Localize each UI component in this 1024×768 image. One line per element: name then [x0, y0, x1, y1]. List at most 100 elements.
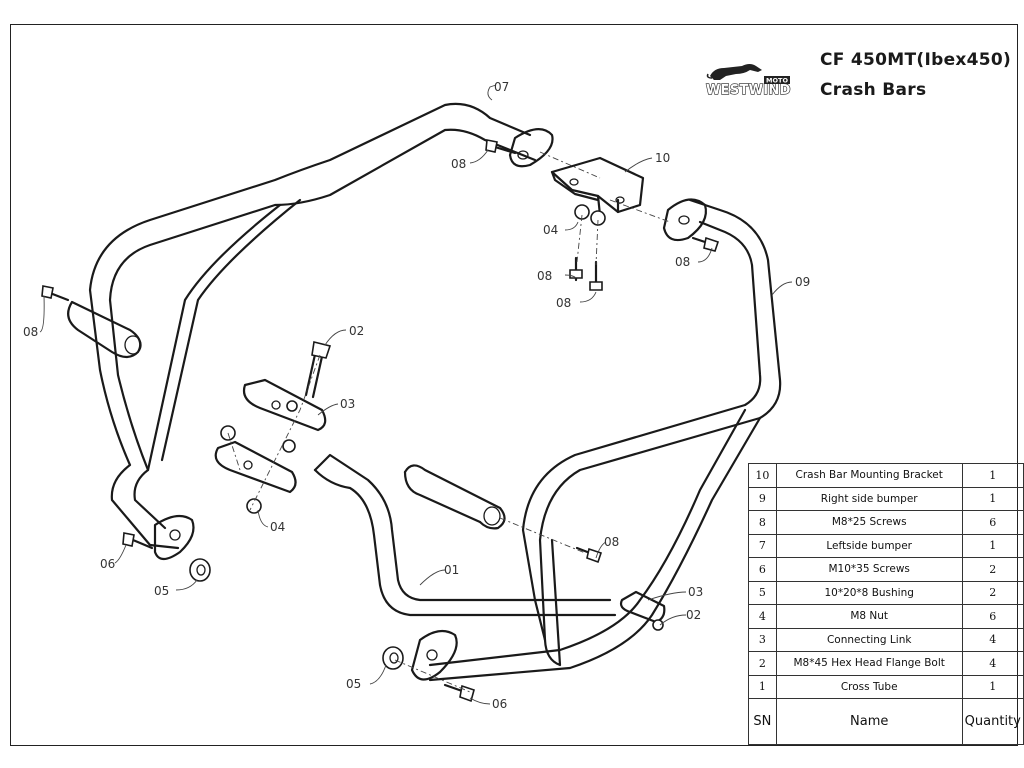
callout-04: 04 — [270, 520, 285, 534]
name-cell: Connecting Link — [775, 627, 963, 652]
callout-03: 03 — [340, 397, 355, 411]
name-header: Name — [775, 698, 963, 745]
name-cell: Leftside bumper — [775, 533, 963, 558]
quantity-cell: 4 — [961, 651, 1024, 676]
callout-06: 06 — [492, 697, 507, 711]
quantity-cell: 2 — [961, 580, 1024, 605]
callout-06: 06 — [100, 557, 115, 571]
westwind-logo: MOTO WESTWIND — [705, 64, 791, 98]
assembly-line-left-link — [249, 354, 321, 511]
nut-left-lower — [246, 498, 262, 514]
logo-brand-text: WESTWIND — [706, 83, 791, 98]
quantity-cell: 1 — [961, 674, 1024, 699]
callout-08: 08 — [537, 269, 552, 283]
sn-cell: 7 — [748, 533, 777, 558]
callout-09: 09 — [795, 275, 810, 289]
bushing-right — [382, 646, 404, 670]
callout-01: 01 — [444, 563, 459, 577]
connecting-link-right — [619, 590, 666, 631]
callout-05: 05 — [346, 677, 361, 691]
name-cell: Cross Tube — [775, 674, 963, 699]
assembly-line-bracket-left — [539, 151, 601, 179]
assembly-line-cross-tube — [499, 517, 586, 554]
quantity-cell: 1 — [961, 463, 1024, 488]
name-cell: Crash Bar Mounting Bracket — [775, 463, 963, 488]
m10-screw-right — [443, 683, 475, 703]
name-cell: M10*35 Screws — [775, 557, 963, 582]
sn-cell: 3 — [748, 627, 777, 652]
sn-cell: 5 — [748, 580, 777, 605]
screw-left-end — [41, 285, 70, 302]
assembly-line-bracket-right — [609, 199, 671, 223]
screw-cross-tube — [575, 546, 603, 564]
screw-right-top — [691, 236, 720, 252]
m10-screw-left — [122, 532, 154, 550]
logo-badge-text: MOTO — [766, 77, 788, 85]
quantity-cell: 6 — [961, 510, 1024, 535]
big-cat-icon — [706, 64, 762, 80]
callout-10: 10 — [655, 151, 670, 165]
hex-flange-bolt-left — [304, 341, 332, 399]
callout-02: 02 — [349, 324, 364, 338]
assembly-line-left-nut — [227, 432, 241, 471]
sn-cell: 4 — [748, 604, 777, 629]
callout-03: 03 — [688, 585, 703, 599]
product-title: Crash Bars — [820, 80, 927, 100]
quantity-header: Quantity — [961, 698, 1024, 745]
name-cell: M8 Nut — [775, 604, 963, 629]
left-side-bumper — [88, 102, 554, 561]
model-title: CF 450MT(Ibex450) — [820, 50, 1012, 70]
callout-08: 08 — [675, 255, 690, 269]
assembly-line-bracket-screws — [576, 214, 599, 266]
callout-08: 08 — [23, 325, 38, 339]
sn-cell: 6 — [748, 557, 777, 582]
drawing-frame — [10, 24, 1018, 746]
sn-cell: 10 — [748, 463, 777, 488]
sn-header: SN — [748, 698, 777, 745]
mounting-bracket — [550, 156, 645, 217]
quantity-cell: 4 — [961, 627, 1024, 652]
name-cell: Right side bumper — [775, 486, 963, 511]
sn-cell: 9 — [748, 486, 777, 511]
callout-08: 08 — [556, 296, 571, 310]
quantity-cell: 1 — [961, 486, 1024, 511]
moto-badge — [764, 76, 790, 84]
sn-cell: 8 — [748, 510, 777, 535]
name-cell: M8*45 Hex Head Flange Bolt — [775, 651, 963, 676]
right-side-bumper — [410, 198, 782, 682]
bushing-left — [189, 558, 211, 582]
screw-top — [485, 139, 517, 155]
sn-cell: 1 — [748, 674, 777, 699]
cross-tube — [313, 453, 617, 617]
connecting-link-lower — [214, 440, 297, 494]
quantity-cell: 1 — [961, 533, 1024, 558]
screw-bracket-2 — [589, 260, 603, 291]
callout-08: 08 — [451, 157, 466, 171]
callout-04: 04 — [543, 223, 558, 237]
name-cell: 10*20*8 Bushing — [775, 580, 963, 605]
callout-08: 08 — [604, 535, 619, 549]
callout-02: 02 — [686, 608, 701, 622]
callout-05: 05 — [154, 584, 169, 598]
name-cell: M8*25 Screws — [775, 510, 963, 535]
sn-cell: 2 — [748, 651, 777, 676]
callout-07: 07 — [494, 80, 509, 94]
connecting-link-upper — [242, 378, 327, 432]
leader-lines — [39, 84, 793, 705]
quantity-cell: 6 — [961, 604, 1024, 629]
left-tube-end — [67, 300, 142, 359]
screw-bracket-1 — [569, 256, 583, 282]
quantity-cell: 2 — [961, 557, 1024, 582]
